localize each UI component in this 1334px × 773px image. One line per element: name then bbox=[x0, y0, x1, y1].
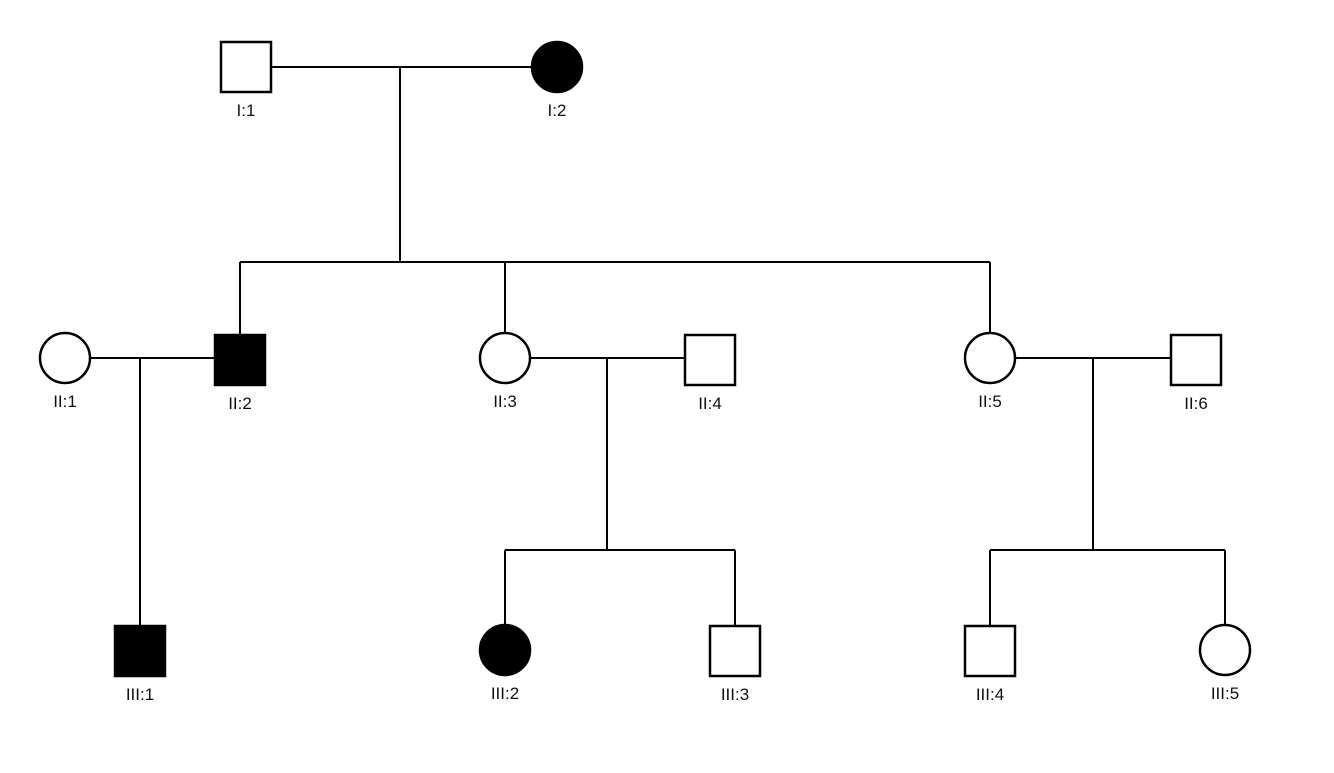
individual-III-4-label: III:4 bbox=[976, 685, 1004, 704]
individual-II-3-label: II:3 bbox=[493, 392, 517, 411]
individual-III-3-symbol bbox=[708, 624, 762, 678]
individual-III-3-label: III:3 bbox=[721, 685, 749, 704]
individual-II-5-label: II:5 bbox=[978, 392, 1002, 411]
individual-III-1-symbol bbox=[113, 624, 167, 678]
individual-II-5-symbol bbox=[963, 331, 1017, 385]
individual-II-6-label: II:6 bbox=[1184, 394, 1208, 413]
individual-I-2-symbol bbox=[530, 40, 584, 94]
individual-II-2-label: II:2 bbox=[228, 394, 252, 413]
individual-I-1-label: I:1 bbox=[237, 101, 256, 120]
individual-III-2-label: III:2 bbox=[491, 684, 519, 703]
individual-III-5-symbol bbox=[1198, 623, 1252, 677]
individual-II-3-symbol bbox=[478, 331, 532, 385]
individual-I-1-symbol bbox=[219, 40, 273, 94]
individual-I-2-label: I:2 bbox=[548, 101, 567, 120]
individual-II-2-symbol bbox=[213, 333, 267, 387]
individual-II-4-label: II:4 bbox=[698, 394, 722, 413]
individual-II-4-symbol bbox=[683, 333, 737, 387]
individual-II-1-label: II:1 bbox=[53, 392, 77, 411]
individual-III-1-label: III:1 bbox=[126, 685, 154, 704]
individual-II-1-symbol bbox=[38, 331, 92, 385]
individual-III-4-symbol bbox=[963, 624, 1017, 678]
individual-III-5-label: III:5 bbox=[1211, 684, 1239, 703]
individual-III-2-symbol bbox=[478, 623, 532, 677]
individual-II-6-symbol bbox=[1169, 333, 1223, 387]
